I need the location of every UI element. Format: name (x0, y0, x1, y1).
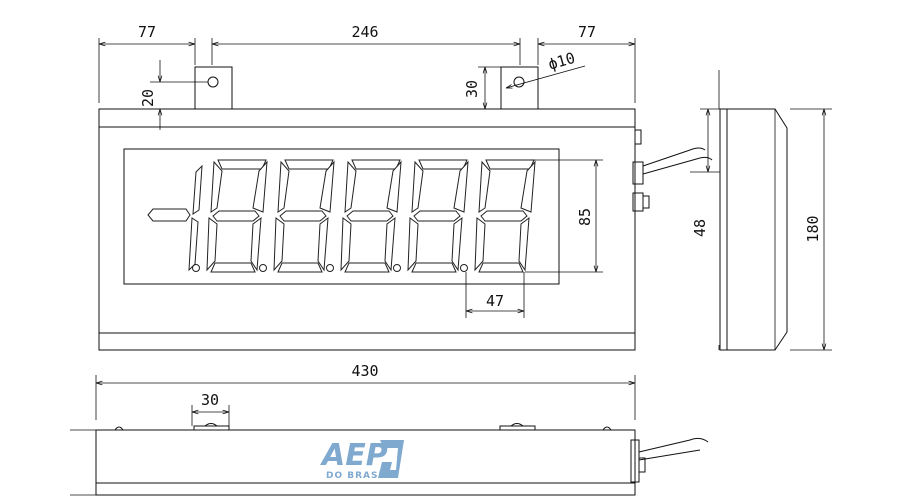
segment-e (474, 217, 486, 272)
digit-4 (393, 159, 469, 273)
decimal-point (259, 264, 267, 272)
segment-b (252, 160, 268, 213)
side-view (719, 108, 788, 351)
front-view (98, 66, 636, 351)
decimal-point (326, 264, 334, 272)
decimal-point (393, 264, 401, 272)
logo-sub-text: DO BRASIL (326, 471, 390, 481)
segment-c (384, 216, 396, 272)
dimension-bracket-left: 20 (139, 60, 208, 130)
dimension-side: 48 180 (690, 70, 832, 351)
segment-b (520, 160, 536, 213)
segment-f (210, 160, 223, 213)
digit-1 (192, 159, 268, 273)
dimension-digit-height: 85 (525, 159, 603, 273)
dimension-width: 430 30 (95, 362, 636, 426)
digit-3 (326, 159, 402, 273)
segment-d (277, 262, 323, 273)
digit-2 (259, 159, 335, 273)
decimal-point (460, 264, 468, 272)
dim-width: 430 (351, 362, 378, 380)
segment-f (478, 160, 491, 213)
segment-a (284, 159, 334, 170)
dim-bracket-left: 20 (139, 89, 157, 107)
dim-height: 180 (804, 215, 822, 242)
segment-c (451, 216, 463, 272)
dimension-bracket-right: 30 ϕ10 (463, 49, 586, 110)
dim-digit-width: 47 (486, 292, 504, 310)
segment-a (485, 159, 535, 170)
dim-digit-height: 85 (576, 208, 594, 226)
segment-a (351, 159, 401, 170)
display-window (123, 148, 560, 285)
dimension-lines-top: 77 246 77 (98, 23, 636, 103)
segment-g (480, 210, 528, 222)
aep-logo: AEP DO BRASIL (320, 438, 404, 481)
segment-d (478, 262, 524, 273)
leading-one-digit (188, 164, 203, 272)
dim-top-right: 77 (578, 23, 596, 41)
dim-top-left: 77 (138, 23, 156, 41)
segment-g (413, 210, 461, 222)
segment-f (277, 160, 290, 213)
segment-f (411, 160, 424, 213)
segment-g (346, 210, 394, 222)
decimal-point (192, 264, 200, 272)
dim-bracket-right: 30 (463, 80, 481, 98)
seven-segment-digits (192, 159, 536, 273)
segment-b (319, 160, 335, 213)
segment-a (217, 159, 267, 170)
front-housing (98, 108, 636, 351)
segment-e (340, 217, 352, 272)
segment-g (279, 210, 327, 222)
dimension-digit-width: 47 (465, 272, 525, 318)
segment-d (411, 262, 457, 273)
logo-main-text: AEP (320, 438, 388, 473)
digit-5 (460, 159, 536, 273)
segment-c (317, 216, 329, 272)
segment-f (344, 160, 357, 213)
segment-d (210, 262, 256, 273)
dim-side-depth: 48 (691, 219, 709, 237)
mount-bracket-left (194, 66, 233, 110)
top-view (70, 423, 709, 496)
segment-a (418, 159, 468, 170)
segment-c (250, 216, 262, 272)
cable-connector (632, 129, 713, 212)
segment-b (386, 160, 402, 213)
dim-bottom-bracket: 30 (201, 391, 219, 409)
dim-top-center: 246 (351, 23, 378, 41)
minus-segment (147, 208, 191, 222)
segment-e (407, 217, 419, 272)
segment-c (518, 216, 530, 272)
segment-e (273, 217, 285, 272)
segment-g (212, 210, 260, 222)
segment-d (344, 262, 390, 273)
segment-b (453, 160, 469, 213)
segment-e (206, 217, 218, 272)
